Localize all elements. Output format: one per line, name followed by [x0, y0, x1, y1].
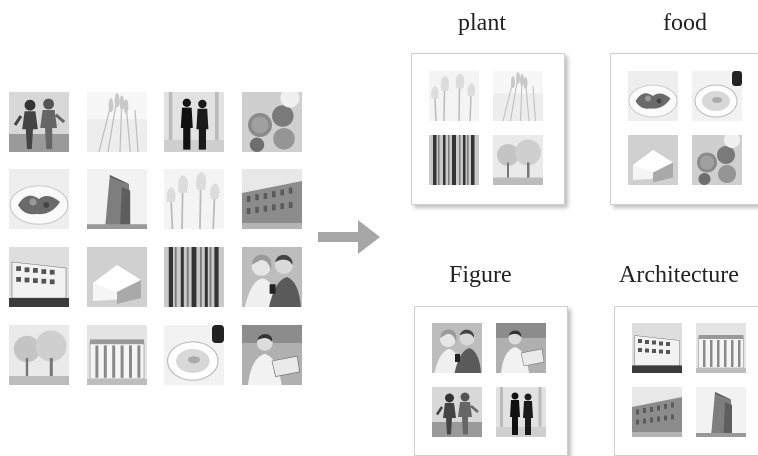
soup-bowl-image	[164, 325, 224, 385]
plant-forest-image	[429, 135, 479, 185]
salad-plate-image	[9, 169, 69, 229]
brick-building-image	[242, 169, 302, 229]
architecture-colonnade-image	[696, 323, 746, 373]
category-label-food: food	[663, 10, 707, 36]
tulips-image	[164, 169, 224, 229]
plant-wheat-image	[493, 71, 543, 121]
tower-image	[87, 169, 147, 229]
category-label-plant: plant	[458, 10, 506, 36]
couple-walking-image	[9, 92, 69, 152]
cookies-image	[242, 92, 302, 152]
figure-couple-walking-image	[432, 387, 482, 437]
plant-tree-sky-image	[493, 135, 543, 185]
cake-image	[87, 247, 147, 307]
architecture-brick-building-image	[632, 387, 682, 437]
two-silhouettes-image	[164, 92, 224, 152]
food-cookies-image	[692, 135, 742, 185]
man-laptop-image	[242, 325, 302, 385]
plant-tulips-image	[429, 71, 479, 121]
figure-man-laptop-image	[496, 323, 546, 373]
food-cake-image	[628, 135, 678, 185]
tree-sky-image	[9, 325, 69, 385]
category-label-architecture: Architecture	[619, 262, 739, 288]
food-soup-bowl-image	[692, 71, 742, 121]
architecture-office-building-image	[632, 323, 682, 373]
category-label-figure: Figure	[449, 262, 512, 288]
wheat-image	[87, 92, 147, 152]
right-arrow-icon	[318, 220, 380, 254]
colonnade-image	[87, 325, 147, 385]
office-building-image	[9, 247, 69, 307]
forest-image	[164, 247, 224, 307]
architecture-tower-image	[696, 387, 746, 437]
figure-two-silhouettes-image	[496, 387, 546, 437]
food-salad-plate-image	[628, 71, 678, 121]
figure-couple-phone-image	[432, 323, 482, 373]
couple-phone-image	[242, 247, 302, 307]
